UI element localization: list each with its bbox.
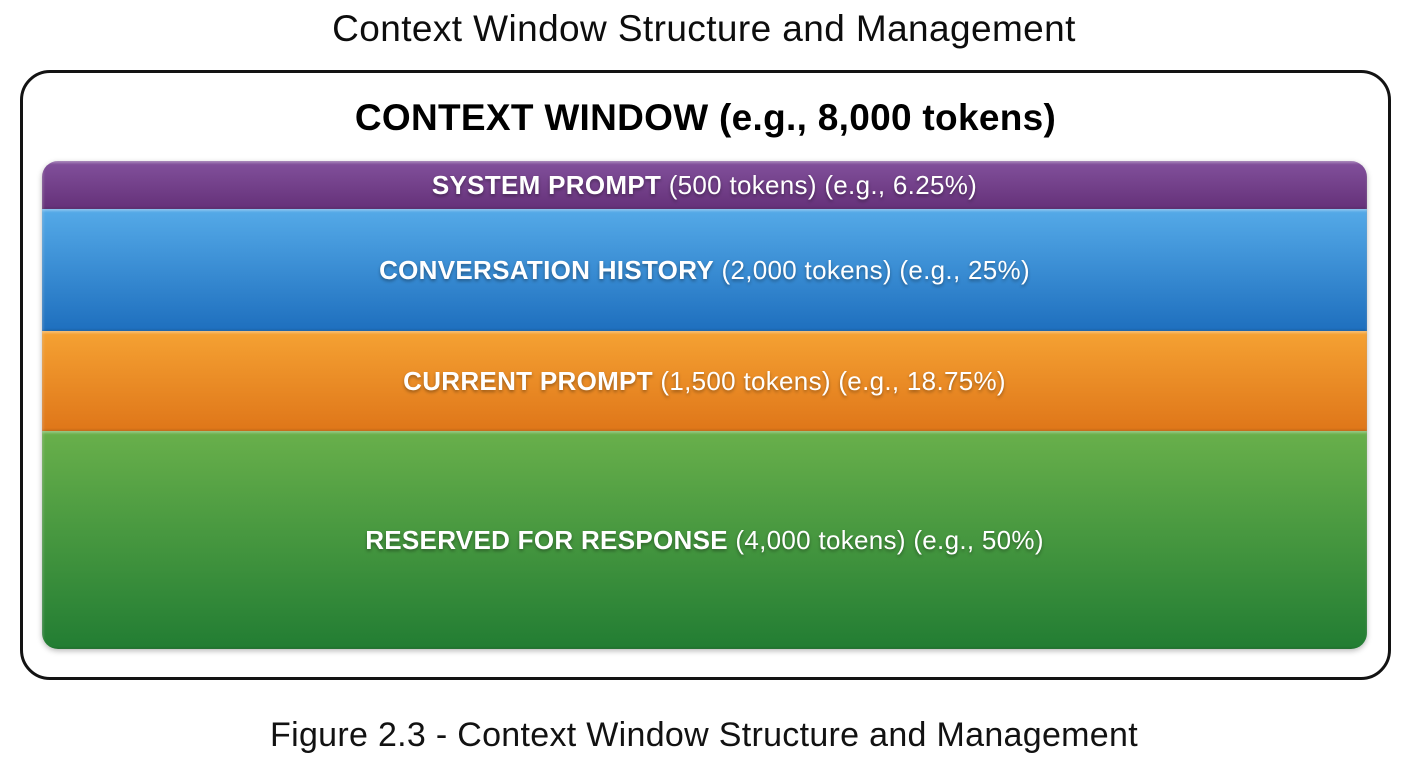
segment-label: RESERVED FOR RESPONSE (4,000 tokens) (e.…	[365, 525, 1044, 556]
segment-reserved-for-response: RESERVED FOR RESPONSE (4,000 tokens) (e.…	[42, 431, 1367, 649]
segment-label: SYSTEM PROMPT (500 tokens) (e.g., 6.25%)	[432, 170, 977, 201]
segment-conversation-history: CONVERSATION HISTORY (2,000 tokens) (e.g…	[42, 209, 1367, 331]
segment-label: CONVERSATION HISTORY (2,000 tokens) (e.g…	[379, 255, 1030, 286]
context-window-box: CONTEXT WINDOW (e.g., 8,000 tokens) SYST…	[20, 70, 1391, 680]
segment-label-bold: RESERVED FOR RESPONSE	[365, 524, 728, 555]
segment-label-detail: (4,000 tokens) (e.g., 50%)	[735, 524, 1044, 555]
segment-label-detail: (500 tokens) (e.g., 6.25%)	[668, 169, 978, 200]
segment-label-bold: CONVERSATION HISTORY	[379, 254, 714, 285]
segment-label-bold: CURRENT PROMPT	[403, 365, 653, 396]
context-window-heading: CONTEXT WINDOW (e.g., 8,000 tokens)	[354, 97, 1057, 138]
segment-stack: SYSTEM PROMPT (500 tokens) (e.g., 6.25%)…	[42, 161, 1367, 649]
figure-caption: Figure 2.3 - Context Window Structure an…	[270, 716, 1138, 754]
page-title: Context Window Structure and Management	[332, 8, 1076, 49]
segment-system-prompt: SYSTEM PROMPT (500 tokens) (e.g., 6.25%)	[42, 161, 1367, 209]
segment-label-bold: SYSTEM PROMPT	[431, 169, 662, 200]
segment-label-detail: (2,000 tokens) (e.g., 25%)	[721, 254, 1030, 285]
segment-label-detail: (1,500 tokens) (e.g., 18.75%)	[660, 365, 1006, 396]
segment-current-prompt: CURRENT PROMPT (1,500 tokens) (e.g., 18.…	[42, 331, 1367, 431]
segment-label: CURRENT PROMPT (1,500 tokens) (e.g., 18.…	[403, 366, 1006, 397]
